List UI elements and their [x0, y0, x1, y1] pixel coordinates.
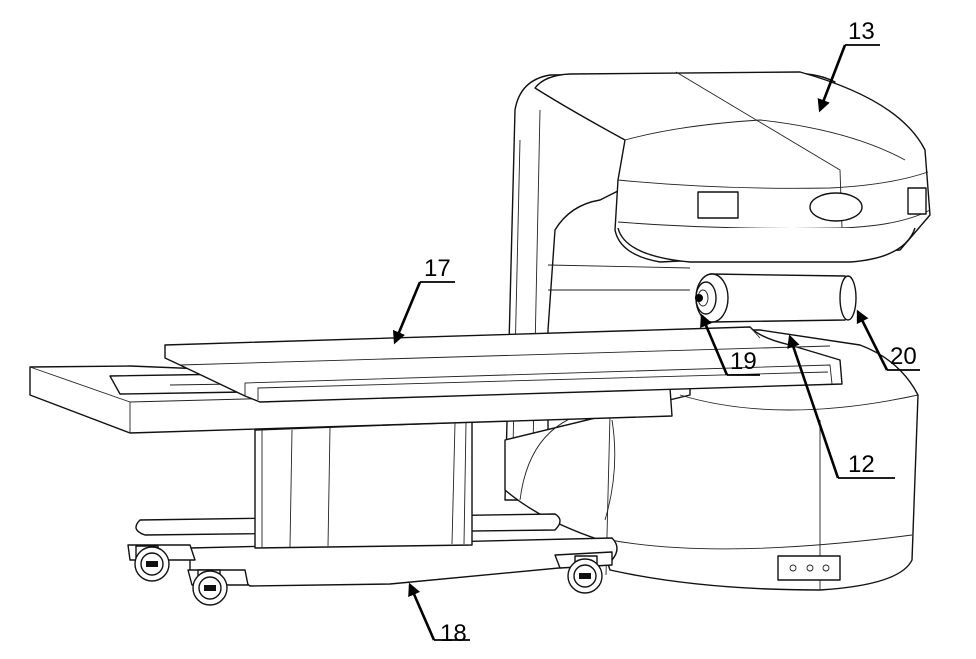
leader-12: [787, 334, 840, 479]
wheel-front-left: [134, 545, 170, 582]
upper-housing: [534, 71, 931, 263]
callout-12: 12: [848, 451, 875, 478]
lower-pedestal: [504, 329, 919, 591]
leader-17: [393, 281, 422, 345]
leader-13: [817, 44, 847, 113]
callout-17: 17: [424, 255, 451, 282]
callout-18: 18: [440, 620, 467, 647]
leader-18: [408, 582, 436, 641]
sliding-tabletop: [164, 326, 843, 403]
c-arm-frame: [504, 72, 836, 501]
callout-13: 13: [848, 18, 875, 45]
leader-19: [700, 313, 729, 376]
table-columns: [254, 421, 473, 549]
leader-20: [856, 309, 889, 371]
caster-wheels: [134, 545, 603, 606]
leader-arrows: [393, 44, 920, 641]
wheel-rear-left: [192, 569, 228, 606]
roller-cylinder: [695, 273, 857, 323]
callout-19: 19: [730, 348, 757, 375]
callout-20: 20: [890, 343, 917, 370]
wheel-right: [567, 555, 603, 594]
